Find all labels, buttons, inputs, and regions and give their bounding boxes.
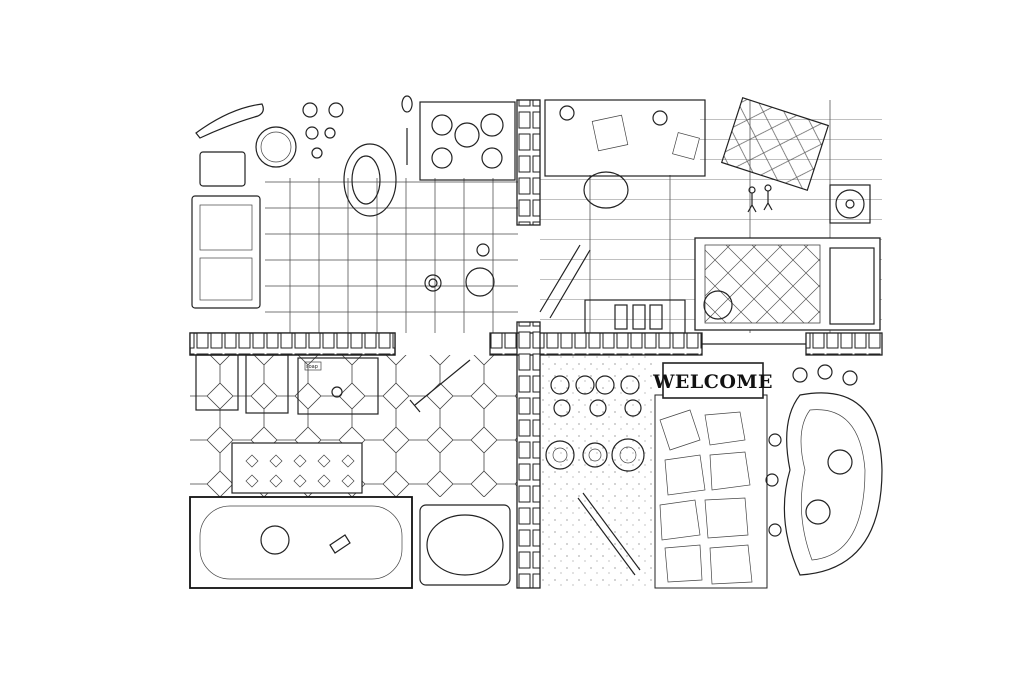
- toilet-tank: [195, 354, 239, 411]
- stone-path: [654, 394, 768, 589]
- kitchen-tile-floor: [265, 178, 518, 333]
- person-top-view: [343, 143, 397, 217]
- woven-rug: [720, 97, 830, 191]
- small-sink: [245, 354, 289, 414]
- welcome-mat: WELCOME: [652, 362, 773, 399]
- small-figures: [747, 184, 773, 213]
- bathroom-fixtures: soap: [189, 354, 471, 589]
- ladder: [539, 244, 591, 319]
- person-at-desk: [583, 171, 629, 209]
- fan: [829, 184, 871, 224]
- pie: [255, 126, 297, 168]
- pond: [765, 364, 883, 576]
- kitchen-counter: [191, 95, 413, 309]
- garden-rake: [577, 492, 641, 576]
- welcome-mat-text: WELCOME: [652, 371, 773, 393]
- garden-flowers: [545, 375, 645, 576]
- walls: [189, 99, 883, 589]
- soap-label: soap: [306, 364, 318, 370]
- cutting-board: [199, 151, 246, 187]
- wooden-spoon: [401, 95, 413, 165]
- cat-with-yarn: [424, 243, 495, 297]
- bathroom-sink: [297, 357, 379, 415]
- desk: [544, 99, 706, 209]
- bed: [694, 237, 881, 331]
- bath-mat: [231, 442, 363, 494]
- dog-basket: [419, 504, 511, 586]
- baguette: [195, 103, 264, 139]
- shelf: [584, 299, 686, 334]
- stove: [419, 101, 516, 181]
- lily-pad: [827, 449, 853, 475]
- kitchen-sink: [191, 195, 261, 309]
- person-in-bath: [260, 525, 290, 555]
- lily-pad: [805, 499, 831, 525]
- bathtub: [189, 496, 413, 589]
- mop: [409, 359, 471, 413]
- dog: [703, 290, 733, 320]
